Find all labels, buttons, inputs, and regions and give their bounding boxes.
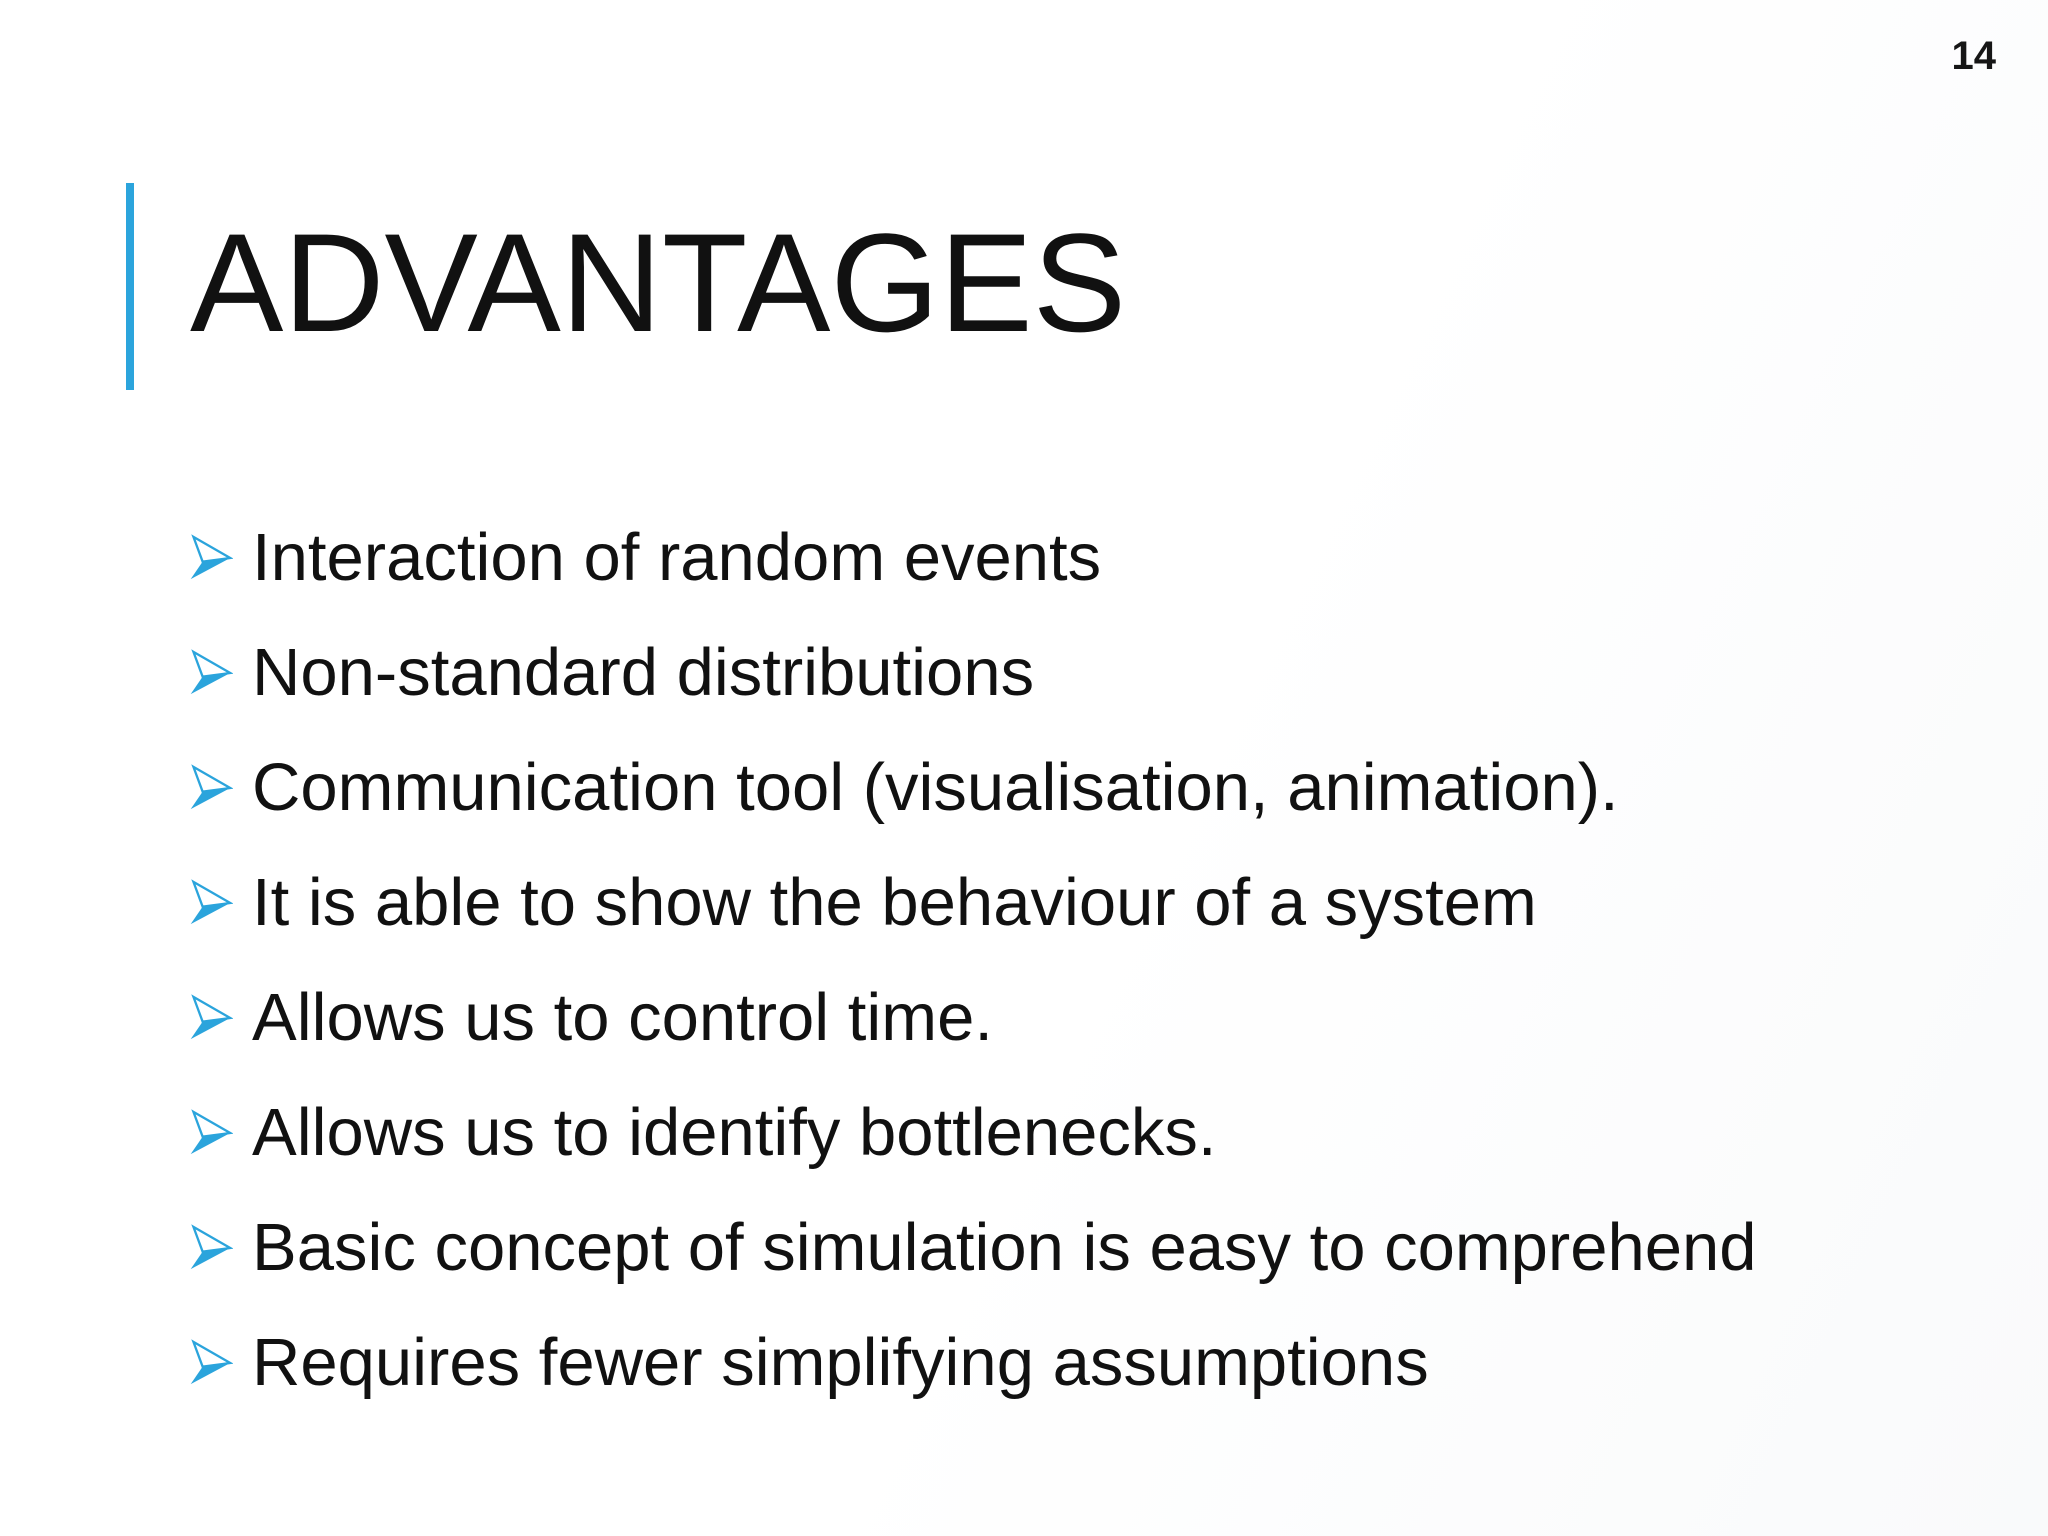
arrow-bullet-icon <box>187 1338 233 1388</box>
page-number: 14 <box>1951 34 1997 78</box>
bullet-item: Requires fewer simplifying assumptions <box>187 1305 1757 1420</box>
bullet-text: Allows us to identify bottlenecks. <box>252 1095 1217 1170</box>
bullet-item: Non-standard distributions <box>187 615 1757 730</box>
bullet-text: Non-standard distributions <box>252 635 1035 710</box>
arrow-bullet-icon <box>187 878 233 928</box>
bullet-item: Interaction of random events <box>187 500 1757 615</box>
bullet-text: Requires fewer simplifying assumptions <box>252 1325 1429 1400</box>
arrow-bullet-icon <box>187 1108 233 1158</box>
bullet-text: It is able to show the behaviour of a sy… <box>252 865 1537 940</box>
arrow-bullet-icon <box>187 763 233 813</box>
bullet-item: Allows us to identify bottlenecks. <box>187 1075 1757 1190</box>
bullet-text: Communication tool (visualisation, anima… <box>252 750 1619 825</box>
arrow-bullet-icon <box>187 648 233 698</box>
bullet-item: Communication tool (visualisation, anima… <box>187 730 1757 845</box>
arrow-bullet-icon <box>187 533 233 583</box>
bullet-item: It is able to show the behaviour of a sy… <box>187 845 1757 960</box>
bullet-item: Basic concept of simulation is easy to c… <box>187 1190 1757 1305</box>
arrow-bullet-icon <box>187 1223 233 1273</box>
slide-title: ADVANTAGES <box>190 203 1127 361</box>
bullet-text: Interaction of random events <box>252 520 1102 595</box>
bullet-text: Basic concept of simulation is easy to c… <box>252 1210 1757 1285</box>
bullet-item: Allows us to control time. <box>187 960 1757 1075</box>
title-accent-bar <box>126 183 134 390</box>
arrow-bullet-icon <box>187 993 233 1043</box>
bullet-text: Allows us to control time. <box>252 980 993 1055</box>
title-block: ADVANTAGES <box>126 183 1126 390</box>
bullet-list: Interaction of random events Non-standar… <box>187 500 1757 1420</box>
